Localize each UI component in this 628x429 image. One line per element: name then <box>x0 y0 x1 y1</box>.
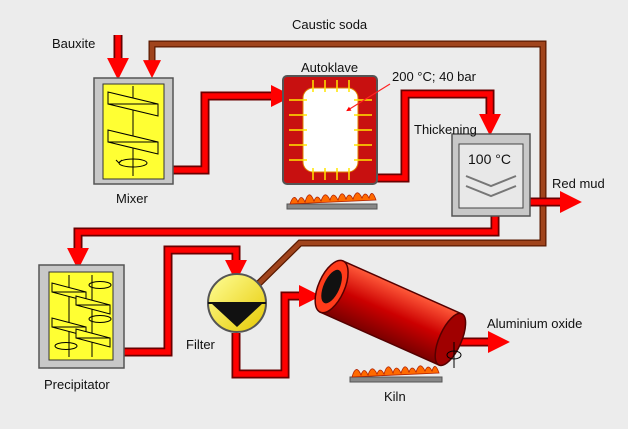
thickener-temp-label: 100 °C <box>468 151 511 167</box>
bauxite-label: Bauxite <box>52 36 95 51</box>
aluminium-oxide-label: Aluminium oxide <box>487 316 582 331</box>
thickening-label: Thickening <box>414 122 477 137</box>
autoclave-conditions-label: 200 °C; 40 bar <box>392 69 477 84</box>
precipitator-label: Precipitator <box>44 377 110 392</box>
red-mud-label: Red mud <box>552 176 605 191</box>
mixer-label: Mixer <box>116 191 148 206</box>
filter-label: Filter <box>186 337 216 352</box>
thickener <box>451 133 531 217</box>
precipitator <box>38 264 125 369</box>
autoclave-burner <box>286 192 378 210</box>
process-flow-lines <box>67 35 582 379</box>
kiln-burner <box>349 365 443 383</box>
caustic-soda-label: Caustic soda <box>292 17 368 32</box>
mixer <box>93 77 174 185</box>
filter <box>207 273 267 333</box>
autoclave-label: Autoklave <box>301 60 358 75</box>
kiln <box>314 259 467 368</box>
autoclave <box>282 75 391 185</box>
kiln-label: Kiln <box>384 389 406 404</box>
